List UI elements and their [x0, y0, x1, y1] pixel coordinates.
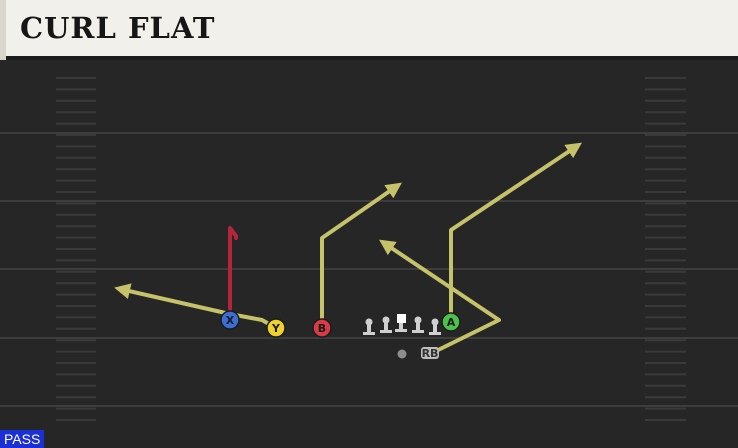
- player-a[interactable]: A: [441, 312, 461, 332]
- quarterback-marker: [397, 349, 407, 359]
- player-a-label: A: [447, 316, 456, 329]
- player-y[interactable]: Y: [266, 318, 286, 338]
- hash-marks-right: [645, 77, 686, 421]
- route-rb-wheel: [379, 239, 501, 356]
- offensive-line: [363, 314, 441, 335]
- header-edge: [0, 0, 6, 60]
- player-rb[interactable]: RB: [421, 347, 439, 360]
- lineman-center: [395, 314, 407, 332]
- route-x-out: [114, 283, 232, 316]
- lineman-right-guard: [412, 316, 424, 333]
- player-x[interactable]: X: [220, 310, 240, 330]
- play-title: CURL FLAT: [20, 11, 216, 45]
- play-header: CURL FLAT: [0, 0, 738, 60]
- lineman-left-tackle: [363, 318, 375, 335]
- player-rb-label: RB: [422, 347, 439, 360]
- lineman-right-tackle: [429, 318, 441, 335]
- play-field: RB X Y B A: [0, 77, 738, 421]
- route-x-curl: [228, 226, 238, 316]
- player-b[interactable]: B: [312, 318, 332, 338]
- yard-lines: [0, 132, 738, 407]
- player-y-label: Y: [271, 322, 281, 335]
- player-b-label: B: [318, 322, 326, 335]
- player-x-label: X: [226, 314, 235, 327]
- play-type-badge: PASS: [0, 430, 45, 448]
- route-b-post: [320, 182, 402, 330]
- route-a-post: [449, 142, 582, 324]
- lineman-left-guard: [380, 316, 392, 333]
- hash-marks-left: [56, 77, 96, 421]
